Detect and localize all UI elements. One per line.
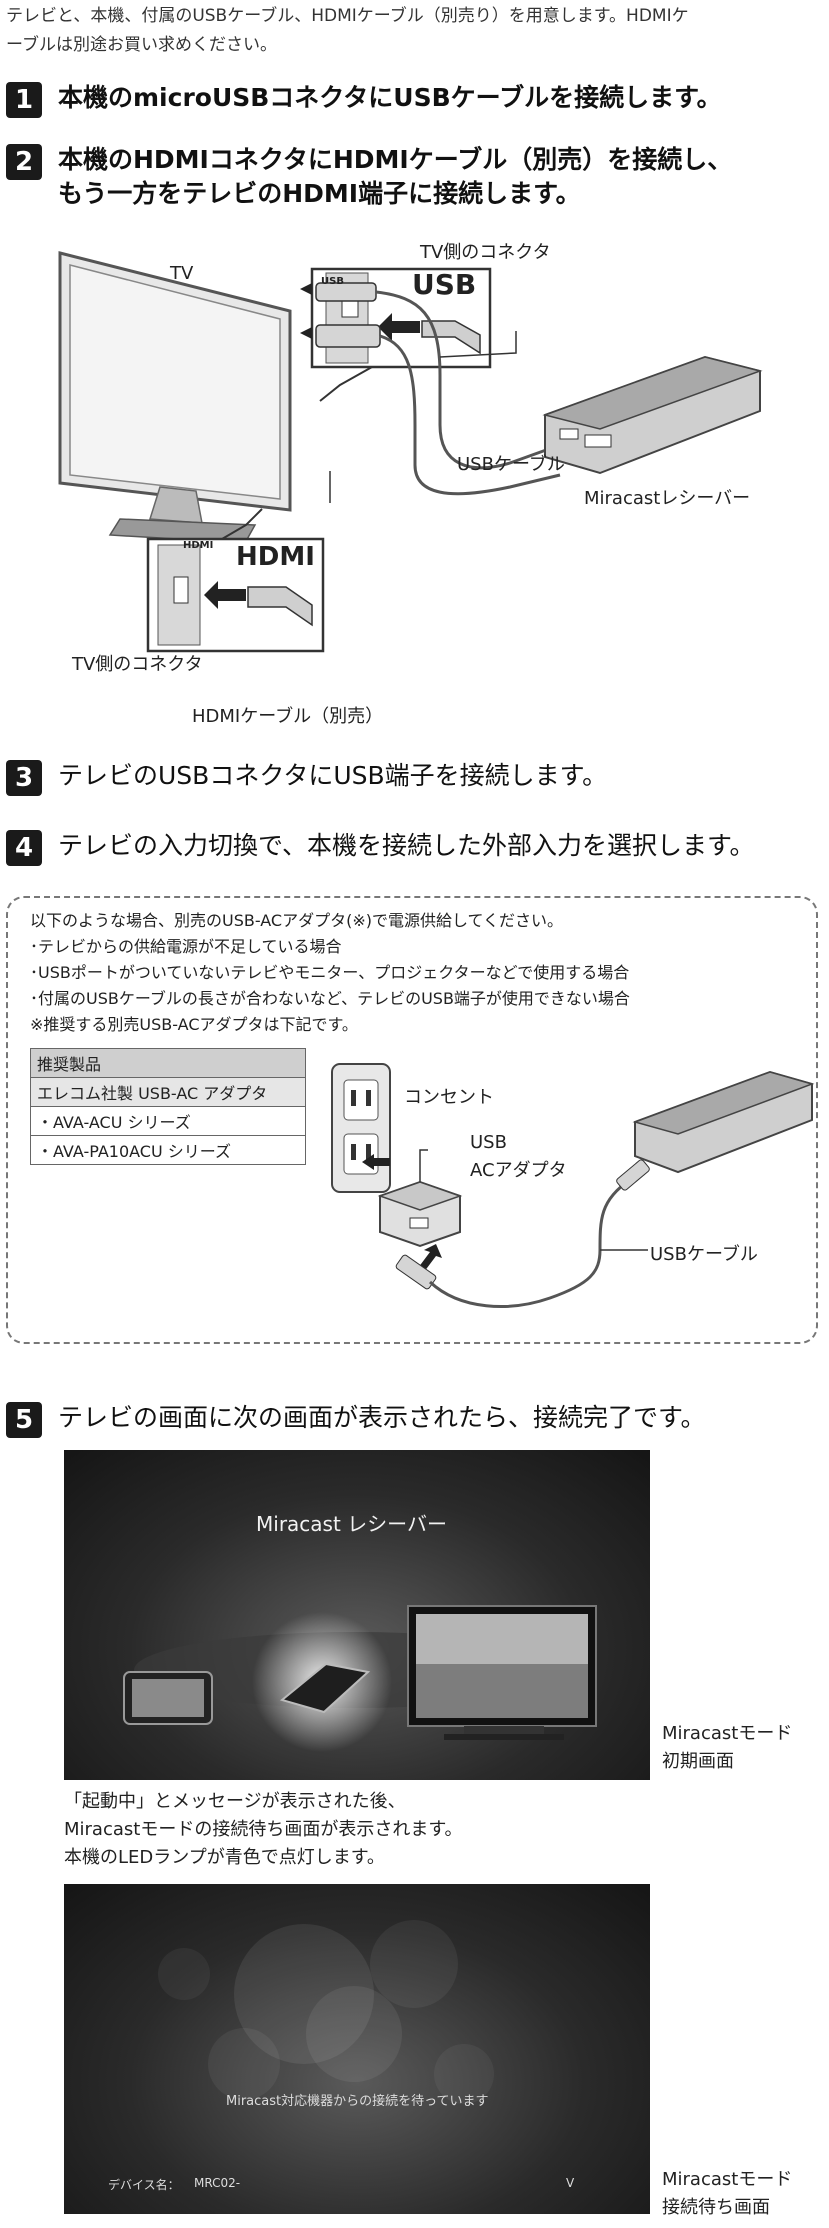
miracast-initial-screen: Miracast レシーバー [64, 1450, 650, 1780]
arrow-icon [300, 327, 312, 339]
description-line-2: Miracastモードの接続待ち画面が表示されます。 [64, 1819, 463, 1840]
step-3-number: 3 [6, 760, 42, 796]
step-1-number: 1 [6, 82, 42, 118]
ac-adapter-illustration [377, 1180, 463, 1248]
screen2-caption-line-1: Miracastモード [662, 2169, 793, 2190]
step-4-number: 4 [6, 830, 42, 866]
hdmi-cable-line [379, 334, 561, 496]
miracast-waiting-screen: Miracast対応機器からの接続を待っています デバイス名： MRC02- V [64, 1884, 650, 2214]
recommended-products-table: 推奨製品 エレコム社製 USB-AC アダプタ ・AVA-ACU シリーズ ・A… [30, 1048, 306, 1165]
table-subheader: エレコム社製 USB-AC アダプタ [30, 1077, 306, 1107]
description-line-1: 「起動中」とメッセージが表示された後、 [64, 1791, 406, 1812]
usb-badge: USB [412, 268, 477, 301]
outlet-illustration [331, 1063, 391, 1193]
table-header: 推奨製品 [30, 1048, 306, 1078]
note-line: 以下のような場合、別売のUSB-ACアダプタ(※)で電源供給してください。 [30, 911, 564, 930]
hdmi-port-label: HDMI [183, 540, 214, 551]
tv-connector-top-label: TV側のコネクタ [420, 242, 551, 263]
receiver-illustration [632, 1070, 815, 1174]
step-2-text-line-1: 本機のHDMIコネクタにHDMIケーブル（別売）を接続し、 [58, 145, 733, 174]
note-line: ･テレビからの供給電源が不足している場合 [30, 937, 342, 956]
ac-adapter-diagram [331, 1063, 815, 1308]
version-label: V [566, 2176, 575, 2190]
table-row: ・AVA-ACU シリーズ [30, 1106, 306, 1136]
step-5-text: テレビの画面に次の画面が表示されたら、接続完了です。 [58, 1403, 706, 1432]
step-5-number: 5 [6, 1402, 42, 1438]
tv-label: TV [170, 263, 194, 284]
device-name-value: MRC02- [194, 2176, 241, 2190]
tv-connector-bottom-label: TV側のコネクタ [72, 654, 203, 675]
tv-illustration [407, 1605, 597, 1740]
note-line: ※推奨する別売USB-ACアダプタは下記です。 [30, 1015, 358, 1034]
note-line: ･付属のUSBケーブルの長さが合わないなど、テレビのUSB端子が使用できない場合 [30, 989, 630, 1008]
step-2-number: 2 [6, 144, 42, 180]
arrow-icon [418, 1244, 442, 1272]
adapter-label-line-2: ACアダプタ [470, 1160, 567, 1181]
hdmi-cable-label: HDMIケーブル（別売） [192, 706, 384, 727]
note-line: ･USBポートがついていないテレビやモニター、プロジェクターなどで使用する場合 [30, 963, 630, 982]
usb-cable-label-note: USBケーブル [650, 1244, 758, 1265]
outlet-label: コンセント [404, 1087, 494, 1108]
usb-cable-line [375, 290, 561, 470]
screen1-caption-line-2: 初期画面 [662, 1751, 734, 1772]
arrow-icon [362, 1154, 390, 1170]
note-text: 以下のような場合、別売のUSB-ACアダプタ(※)で電源供給してください。 ･テ… [30, 908, 630, 1038]
table-row: ・AVA-PA10ACU シリーズ [30, 1135, 306, 1165]
step-3-text: テレビのUSBコネクタにUSB端子を接続します。 [58, 761, 608, 790]
intro-line-2: ーブルは別途お買い求めください。 [6, 35, 277, 55]
screen2-caption-line-2: 接続待ち画面 [662, 2197, 770, 2218]
adapter-label-line-1: USB [470, 1132, 507, 1153]
usb-port-label: USB [321, 276, 344, 287]
step-1-text: 本機のmicroUSBコネクタにUSBケーブルを接続します。 [58, 83, 722, 112]
hdmi-badge: HDMI [236, 542, 315, 572]
screen1-caption-line-1: Miracastモード [662, 1723, 793, 1744]
intro-line-1: テレビと、本機、付属のUSBケーブル、HDMIケーブル（別売り）を用意します。H… [6, 6, 689, 26]
description-line-3: 本機のLEDランプが青色で点灯します。 [64, 1847, 385, 1868]
screen-title: Miracast レシーバー [256, 1512, 447, 1536]
bokeh-background [158, 1920, 494, 2104]
arrow-icon [378, 313, 420, 341]
waiting-message: Miracast対応機器からの接続を待っています [226, 2094, 489, 2109]
arrow-icon [204, 581, 246, 609]
arrow-icon [300, 283, 312, 295]
screen2-caption: Miracastモード 接続待ち画面 [662, 2166, 792, 2222]
usb-cable-label: USBケーブル [457, 454, 565, 475]
tv-illustration [58, 251, 292, 544]
usb-cable-line [428, 1178, 631, 1308]
power-supply-note-box [6, 896, 818, 1344]
tv-connection-diagram [58, 251, 763, 653]
connection-wait-description: 「起動中」とメッセージが表示された後、 Miracastモードの接続待ち画面が表… [64, 1788, 463, 1872]
screen1-caption: Miracastモード 初期画面 [662, 1720, 792, 1776]
receiver-illustration [542, 355, 763, 475]
receiver-illustration [252, 1612, 392, 1752]
intro-text: テレビと、本機、付属のUSBケーブル、HDMIケーブル（別売り）を用意します。H… [6, 2, 821, 60]
receiver-label: Miracastレシーバー [584, 488, 751, 509]
device-name-label: デバイス名： [108, 2178, 180, 2192]
step-2-text-line-2: もう一方をテレビのHDMI端子に接続します。 [58, 179, 581, 208]
step-4-text: テレビの入力切換で、本機を接続した外部入力を選択します。 [58, 831, 755, 860]
phone-illustration [123, 1671, 213, 1725]
